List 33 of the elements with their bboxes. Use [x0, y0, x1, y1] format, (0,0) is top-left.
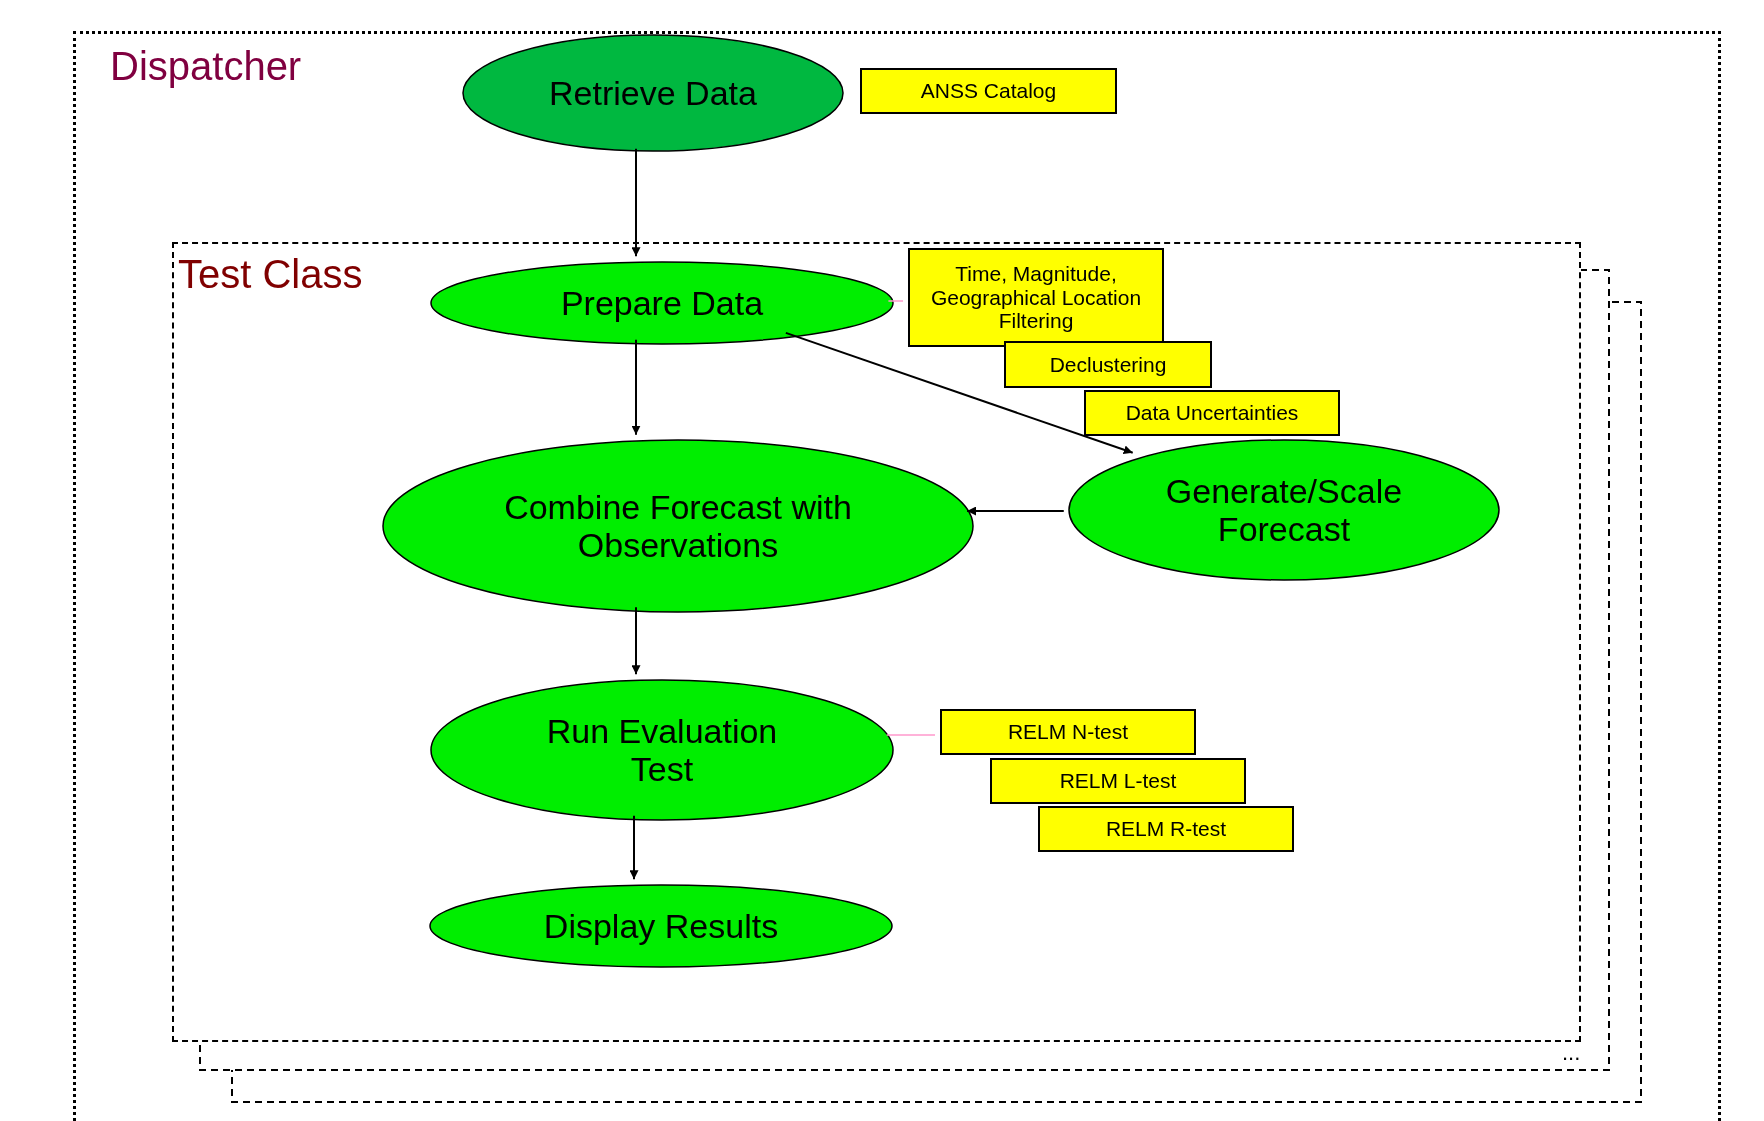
frame-title: Dispatcher	[110, 44, 302, 89]
dispatcher-frame	[73, 31, 1721, 1121]
arrow	[631, 338, 641, 436]
process-label: Retrieve Data	[549, 73, 757, 113]
test-class-frame	[172, 242, 1581, 1042]
process-label: Prepare Data	[560, 283, 764, 323]
note-box	[908, 248, 1164, 347]
note-text: Declustering	[1049, 352, 1167, 377]
process-label: Display Results	[543, 906, 779, 946]
note-text: ANSS Catalog	[920, 79, 1057, 103]
note-text: RELM L-test	[1059, 769, 1177, 793]
note-box	[1038, 806, 1294, 852]
note-text: Time, Magnitude, Geographical Location Filtering	[929, 262, 1143, 333]
note-text: RELM R-test	[1105, 817, 1227, 841]
connector-line	[885, 734, 936, 736]
arrow	[966, 506, 1065, 516]
note-text: Data Uncertainties	[1125, 401, 1299, 425]
note-box	[860, 68, 1117, 114]
arrow	[631, 606, 641, 676]
arrow	[629, 814, 639, 881]
connector-line	[887, 300, 904, 302]
arrow	[631, 147, 641, 258]
note-box	[1004, 341, 1212, 388]
arrow	[784, 331, 1134, 455]
process-label: Combine Forecast with Observations	[503, 487, 853, 565]
process-label: Run Evaluation Test	[545, 711, 779, 789]
frame-title: Test Class	[178, 252, 363, 297]
process-label: Generate/Scale Forecast	[1164, 471, 1404, 549]
note-box	[940, 709, 1196, 755]
note-box	[990, 758, 1246, 804]
note-text: RELM N-test	[1007, 720, 1129, 744]
ellipsis-text: ...	[1562, 1040, 1581, 1066]
note-box	[1084, 390, 1340, 436]
